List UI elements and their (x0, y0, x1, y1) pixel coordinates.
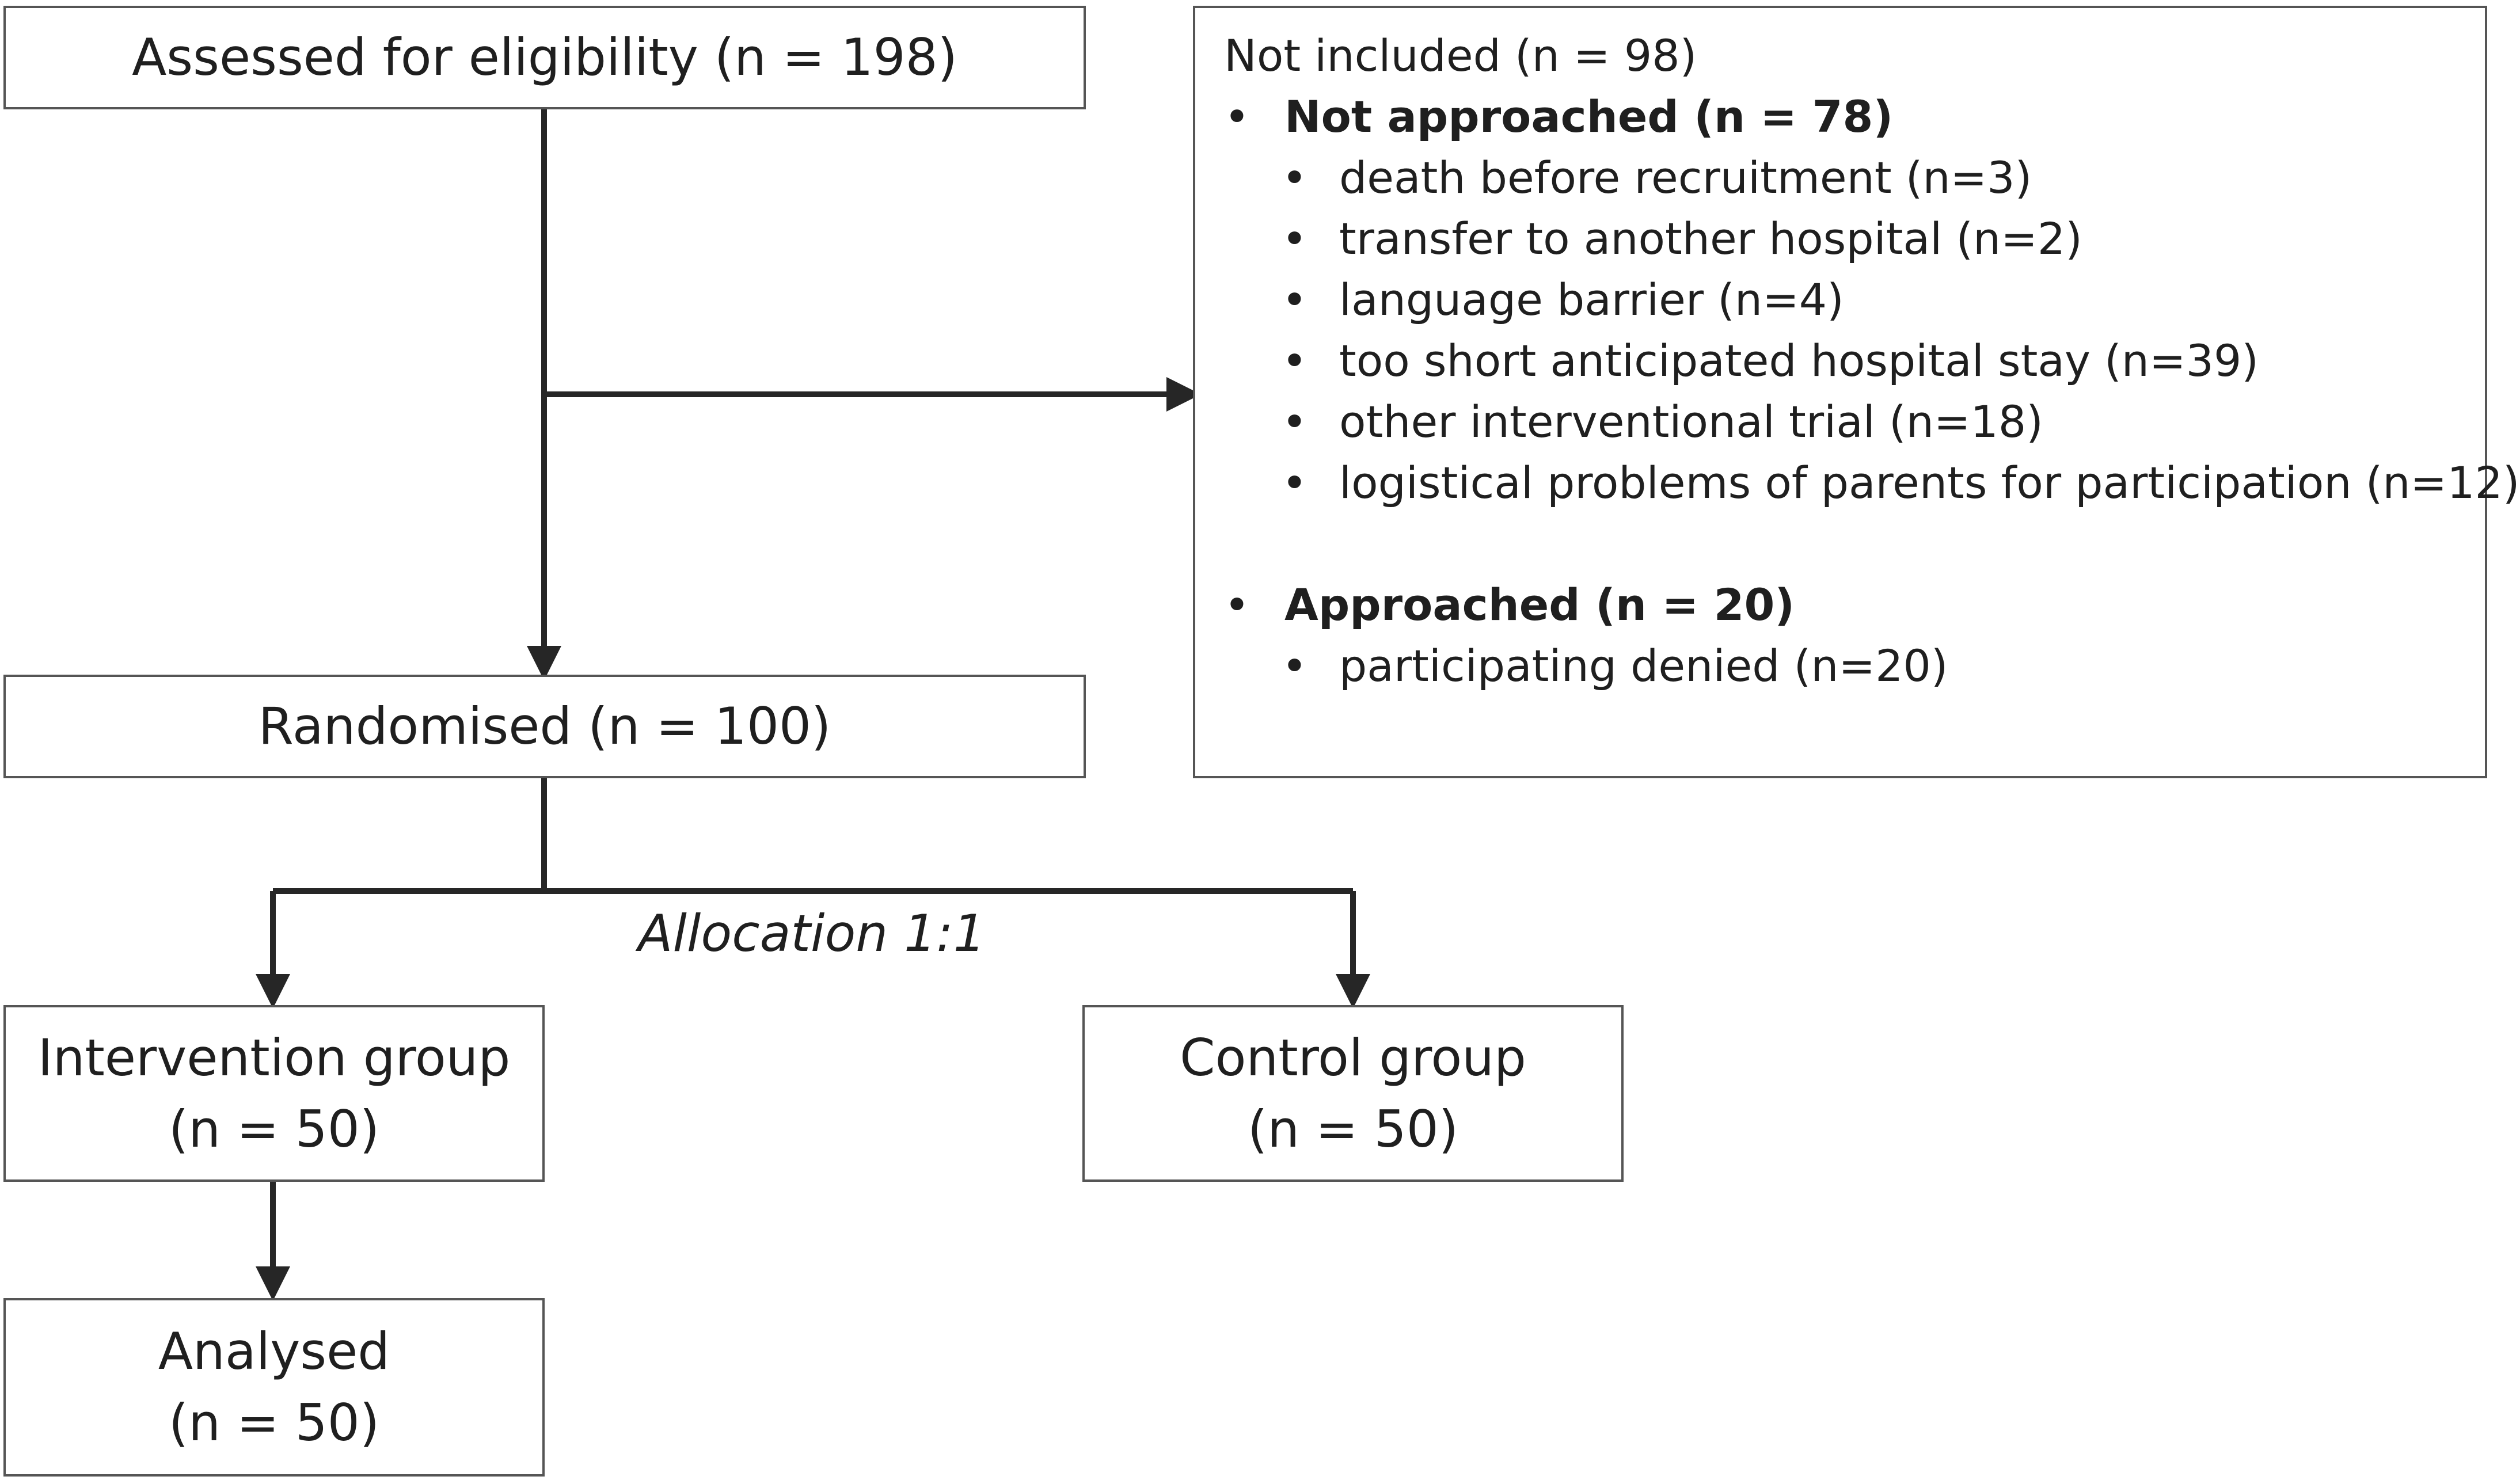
reason-item: logistical problems of parents for parti… (1224, 452, 2520, 513)
not-included-box: Not included (n = 98) Not approached (n … (1193, 6, 2520, 778)
control-label: Control group (1180, 1028, 1526, 1087)
randomised-box: Randomised (n = 100) (3, 675, 1086, 778)
analysed-label: Analysed (158, 1322, 390, 1381)
analysed-box: Analysed (n = 50) (3, 1298, 545, 1477)
analysed-count: (n = 50) (168, 1393, 380, 1452)
intervention-count: (n = 50) (168, 1099, 380, 1159)
reason-item: too short anticipated hospital stay (n=3… (1224, 330, 2462, 391)
intervention-label: Intervention group (37, 1028, 511, 1087)
intervention-box: Intervention group (n = 50) (3, 1005, 545, 1182)
allocation-label: Allocation 1:1 (638, 904, 986, 963)
approached-heading: Approached (n = 20) (1224, 574, 2462, 636)
reason-item: transfer to another hospital (n=2) (1224, 208, 2462, 269)
assessed-label: Assessed for eligibility (n = 198) (132, 28, 957, 87)
randomised-label: Randomised (n = 100) (258, 697, 831, 756)
reason-item: language barrier (n=4) (1224, 269, 2462, 330)
not-included-title: Not included (n = 98) (1224, 30, 1697, 81)
control-count: (n = 50) (1247, 1099, 1459, 1159)
reason-item: participating denied (n=20) (1224, 636, 2462, 697)
not-approached-heading: Not approached (n = 78) (1224, 86, 2462, 147)
reason-item: other interventional trial (n=18) (1224, 391, 2462, 452)
reason-item: death before recruitment (n=3) (1224, 147, 2462, 208)
assessed-box: Assessed for eligibility (n = 198) (3, 6, 1086, 109)
control-box: Control group (n = 50) (1082, 1005, 1624, 1182)
